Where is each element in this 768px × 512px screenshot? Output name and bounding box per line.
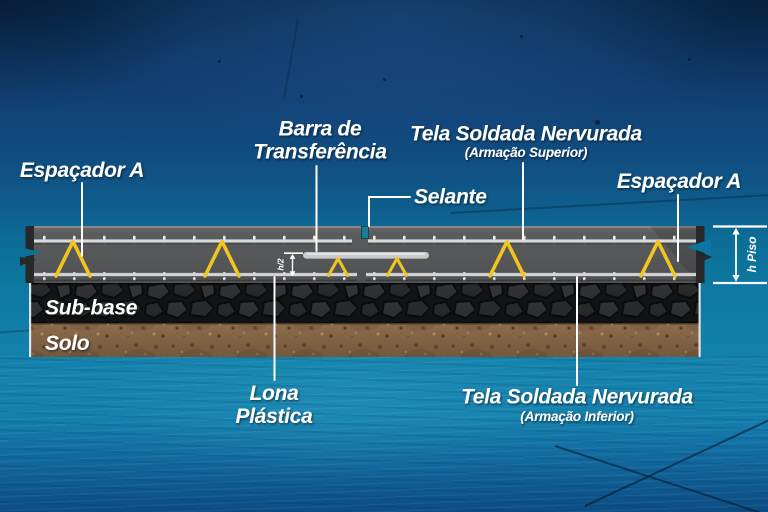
spacer-small [386, 257, 408, 277]
speck [383, 78, 386, 81]
spacers-group [54, 239, 677, 278]
label-barra-line2: Transferência [253, 141, 387, 164]
label-espacador-right: Espaçador A [617, 170, 741, 193]
sealant-joint [361, 226, 369, 239]
dimension-hpiso: h Piso [713, 225, 767, 285]
spacer-a [203, 239, 241, 278]
dimension-h2-label: h/2 [276, 258, 286, 271]
speck [218, 60, 221, 63]
label-lona-line2: Plástica [236, 405, 314, 428]
speck [300, 95, 303, 98]
speck [520, 35, 523, 38]
upper-mesh [34, 235, 696, 245]
label-tela-inferior-title: Tela Soldada Nervurada [461, 386, 693, 409]
label-subbase: Sub-base [45, 297, 138, 320]
callout-labels: Espaçador A Barra de Transferência Tela … [20, 118, 742, 429]
water-texture [0, 356, 768, 512]
dimension-hpiso-label: h Piso [745, 236, 759, 272]
speck [468, 128, 472, 132]
spacer-small [327, 257, 349, 277]
label-barra-line1: Barra de [279, 118, 362, 141]
label-espacador-left: Espaçador A [20, 159, 144, 182]
soil-layer [30, 323, 699, 357]
subbase-layer [30, 283, 699, 323]
label-solo: Solo [45, 332, 90, 355]
spacer-a [54, 239, 92, 278]
lower-mesh [34, 272, 696, 281]
spacer-a [639, 239, 677, 278]
leader-lines [81, 162, 679, 386]
speck [688, 58, 691, 61]
label-selante: Selante [414, 186, 487, 209]
speck [595, 120, 600, 125]
dimension-h2: h/2 [276, 252, 303, 277]
layer-edge-right [698, 283, 701, 357]
spacer-a [488, 239, 526, 278]
leader-selante [368, 196, 411, 227]
label-tela-superior-subtitle: (Armação Superior) [465, 145, 588, 160]
transfer-bar [303, 252, 429, 259]
label-tela-inferior-subtitle: (Armação Inferior) [520, 409, 634, 424]
layer-edge-left [29, 283, 32, 357]
label-tela-superior-title: Tela Soldada Nervurada [410, 123, 642, 146]
label-lona-line1: Lona [250, 382, 300, 405]
